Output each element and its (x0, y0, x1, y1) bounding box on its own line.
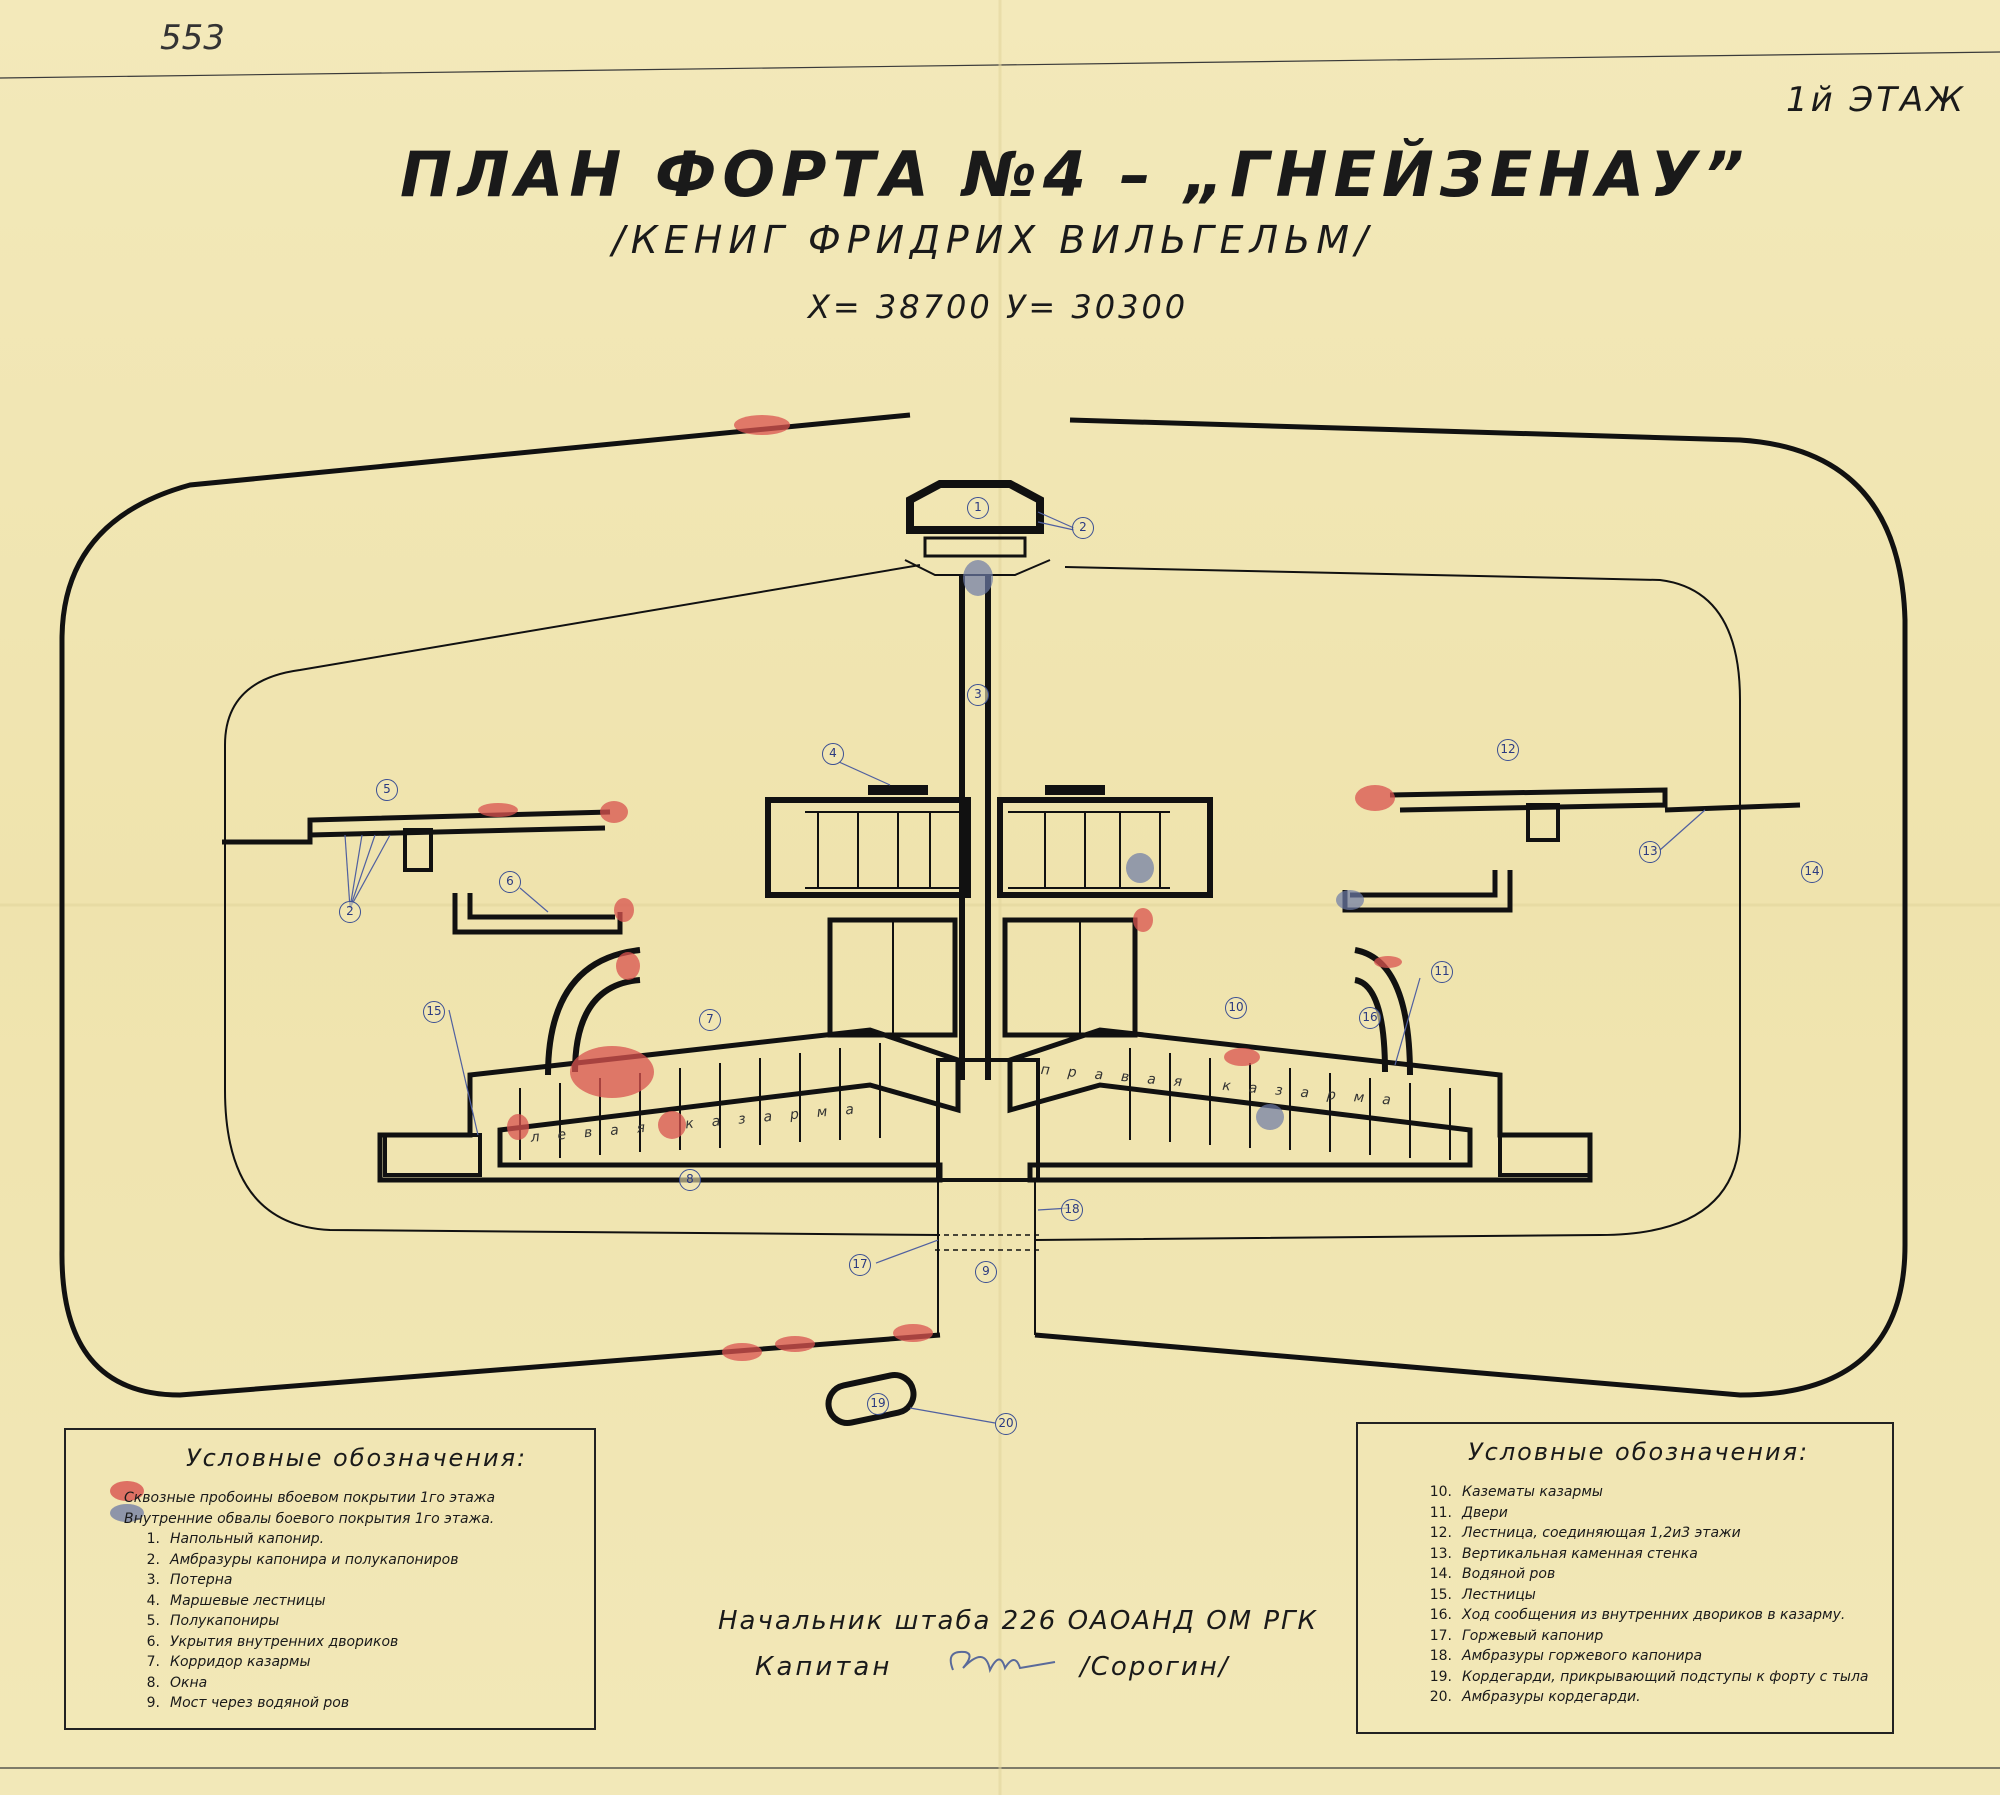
callout-16: 16 (1359, 1007, 1381, 1029)
callout-10: 10 (1225, 997, 1247, 1019)
legend-right-title: Условные обозначения: (1468, 1438, 1810, 1466)
legend-item: 20.Амбразуры кордегарди. (1429, 1689, 1641, 1705)
signature-position: Начальник штаба 226 ОАОАНД ОМ РГК (718, 1606, 1318, 1636)
legend-item: 7.Корридор казармы (146, 1654, 311, 1670)
legend-item: 15.Лестницы (1429, 1586, 1536, 1603)
callout-8: 8 (679, 1169, 701, 1191)
left-half-caponier (222, 809, 611, 845)
legend-item: 12.Лестница, соединяющая 1,2и3 этажи (1429, 1525, 1741, 1541)
legend-item: 6.Укрытия внутренних двориков (146, 1633, 399, 1650)
callout-14: 14 (1801, 861, 1823, 883)
legend-right-list: 10.Казематы казармы 11.Двери 12.Лестница… (1416, 1482, 1869, 1708)
inner-moat-outline (224, 564, 1741, 1241)
legend-item: 13.Вертикальная каменная стенка (1429, 1545, 1698, 1562)
legend-item: 3.Потерна (146, 1572, 233, 1588)
outer-rampart-outline (59, 412, 1908, 1398)
legend-item: 4.Маршевые лестницы (146, 1592, 326, 1609)
callout-12: 12 (1497, 739, 1519, 761)
callout-19: 19 (867, 1393, 889, 1415)
breach-marks (478, 415, 1402, 1361)
callout-2-front: 2 (1072, 517, 1094, 539)
legend-item: 17.Горжевый капонир (1429, 1627, 1604, 1644)
plan-subtitle: /КЕНИГ ФРИДРИХ ВИЛЬГЕЛЬМ/ (612, 218, 1374, 262)
legend-item: Внутренние обвалы боевого покрытия 1го э… (124, 1510, 495, 1527)
legend-left-title: Условные обозначения: (186, 1444, 528, 1472)
right-barracks (1007, 1027, 1593, 1183)
callout-3: 3 (967, 684, 989, 706)
collapse-marks (963, 560, 1364, 1130)
callout-1: 1 (967, 497, 989, 519)
floor-label: 1й ЭТАЖ (1786, 80, 1966, 120)
legend-item: 14.Водяной ров (1429, 1566, 1556, 1582)
legend-item: 11.Двери (1429, 1504, 1508, 1521)
callout-13: 13 (1639, 841, 1661, 863)
legend-item: 5.Полукапониры (146, 1613, 280, 1629)
signature-name: /Сорогин/ (1080, 1652, 1230, 1682)
legend-left-list: Сквозные пробоины вбоевом покрытии 1го э… (124, 1488, 495, 1714)
right-half-caponier (1389, 787, 1801, 813)
guardhouse (825, 1372, 917, 1426)
legend-item: 9.Мост через водяной ров (146, 1695, 350, 1711)
legend-right: Условные обозначения: 10.Казематы казарм… (1356, 1422, 1894, 1734)
legend-item: 10.Казематы казармы (1429, 1484, 1603, 1500)
front-caponier (906, 480, 1044, 534)
callout-18: 18 (1061, 1199, 1083, 1221)
legend-item: Сквозные пробоины вбоевом покрытии 1го э… (124, 1490, 496, 1506)
callout-7: 7 (699, 1009, 721, 1031)
signature-rank: Капитан (755, 1652, 893, 1682)
callout-15: 15 (423, 1001, 445, 1023)
legend-item: 1.Напольный капонир. (146, 1531, 325, 1547)
legend-left: Условные обозначения: Сквозные пробоины … (64, 1428, 596, 1730)
legend-item: 18.Амбразуры горжевого капонира (1429, 1648, 1703, 1664)
plan-coordinates: Х= 38700 У= 30300 (808, 288, 1189, 326)
left-courtyard-shelter (452, 893, 623, 935)
callout-20: 20 (995, 1413, 1017, 1435)
legend-item: 19.Кордегарди, прикрывающий подступы к ф… (1429, 1668, 1869, 1685)
plan-title: ПЛАН ФОРТА №4 – „ГНЕЙЗЕНАУ” (400, 138, 1750, 211)
callout-5: 5 (376, 779, 398, 801)
legend-item: 2.Амбразуры капонира и полукапониров (146, 1551, 459, 1568)
callout-11: 11 (1431, 961, 1453, 983)
archive-number: 553 (160, 18, 225, 58)
callout-6: 6 (499, 871, 521, 893)
handwritten-signature (949, 1650, 1056, 1674)
legend-item: 16.Ход сообщения из внутренних двориков … (1429, 1607, 1846, 1623)
legend-item: 8.Окна (146, 1674, 208, 1691)
callout-17: 17 (849, 1254, 871, 1276)
callout-9: 9 (975, 1261, 997, 1283)
callout-4: 4 (822, 743, 844, 765)
callout-2-left: 2 (339, 901, 361, 923)
